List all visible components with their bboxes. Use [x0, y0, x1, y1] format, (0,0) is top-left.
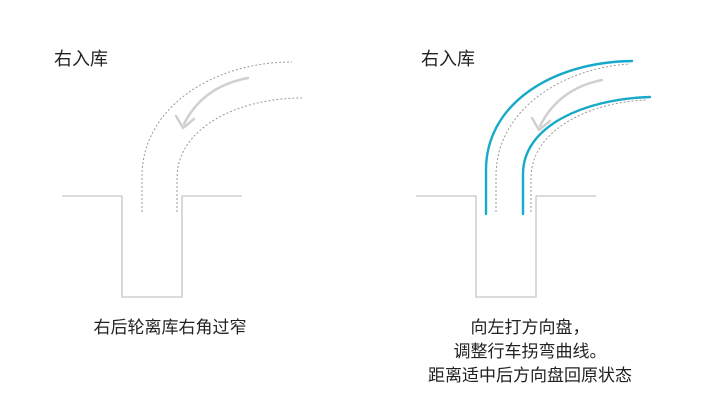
guide-curve-outer-right: [495, 63, 631, 212]
direction-arrow-left: [182, 76, 250, 126]
right-caption-line-1: 向左打方向盘，: [470, 318, 590, 338]
right-caption-line-2: 调整行车拐弯曲线。: [453, 342, 607, 362]
adjusted-path-inner: [521, 95, 652, 216]
direction-arrow-head-left: [174, 114, 196, 130]
guide-curve-inner-left: [176, 97, 303, 212]
left-panel-title: 右入库: [54, 49, 108, 70]
direction-arrow-right: [538, 78, 604, 128]
left-caption-line-1: 右后轮离库右角过窄: [93, 318, 247, 338]
direction-arrow-head-right: [530, 116, 552, 132]
right-panel-caption: 向左打方向盘， 调整行车拐弯曲线。 距离适中后方向盘回原状态: [390, 316, 670, 388]
guide-curve-inner-right: [530, 99, 647, 212]
parking-slot-outline-right: [416, 195, 596, 298]
parking-slot-outline-left: [62, 195, 242, 298]
left-panel-caption: 右后轮离库右角过窄: [40, 316, 300, 340]
guide-curve-outer-left: [141, 61, 293, 212]
right-panel-title: 右入库: [421, 49, 475, 70]
right-caption-line-3: 距离适中后方向盘回原状态: [428, 366, 632, 386]
adjusted-path-outer: [484, 59, 634, 216]
